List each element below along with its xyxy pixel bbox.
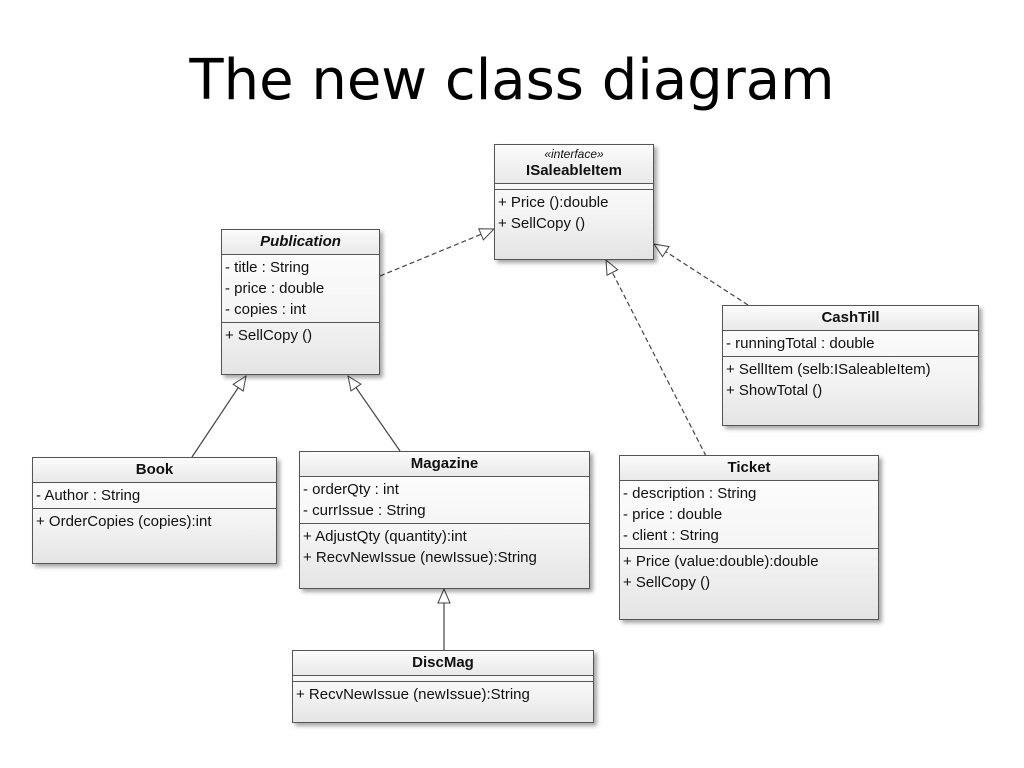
slide-title: The new class diagram <box>189 48 835 113</box>
stereotype-label: «interface» <box>544 147 604 161</box>
operations-compartment: + AdjustQty (quantity):int + RecvNewIssu… <box>300 524 589 570</box>
operation: + RecvNewIssue (newIssue):String <box>296 686 530 703</box>
class-cashtill[interactable]: CashTill - runningTotal : double + SellI… <box>722 305 979 426</box>
operations-compartment: + SellItem (selb:ISaleableItem) + ShowTo… <box>723 357 978 403</box>
operation: + RecvNewIssue (newIssue):String <box>303 549 537 566</box>
class-name: Ticket <box>727 459 771 476</box>
operations-compartment: + SellCopy () <box>222 323 379 348</box>
class-name: CashTill <box>821 309 880 326</box>
operations-compartment: + RecvNewIssue (newIssue):String <box>293 682 593 707</box>
generalization-book-publication <box>191 376 246 458</box>
attribute: - copies : int <box>225 301 306 318</box>
operation: + SellItem (selb:ISaleableItem) <box>726 361 931 378</box>
operation: + SellCopy () <box>498 215 586 232</box>
attributes-compartment <box>495 184 653 190</box>
realization-ticket-isaleableitem <box>606 260 707 457</box>
attribute: - description : String <box>623 485 757 502</box>
class-name: ISaleableItem <box>526 162 622 179</box>
attribute: - runningTotal : double <box>726 335 875 352</box>
attribute: - price : double <box>623 506 723 523</box>
class-header: Magazine <box>300 452 589 477</box>
class-name: Publication <box>260 233 341 250</box>
class-header: «interface» ISaleableItem <box>495 145 653 184</box>
attributes-compartment: - title : String - price : double - copi… <box>222 255 379 323</box>
realization-publication-isaleableitem <box>379 229 494 277</box>
class-magazine[interactable]: Magazine - orderQty : int - currIssue : … <box>299 451 590 589</box>
attributes-compartment: - runningTotal : double <box>723 331 978 357</box>
class-name: Magazine <box>410 455 479 472</box>
attribute: - client : String <box>623 527 719 544</box>
class-header: Book <box>33 458 276 483</box>
operation: + Price (value:double):double <box>623 553 819 570</box>
attribute: - title : String <box>225 259 310 276</box>
operation: + AdjustQty (quantity):int <box>303 528 467 545</box>
operation: + Price ():double <box>498 194 609 211</box>
attributes-compartment: - orderQty : int - currIssue : String <box>300 477 589 524</box>
operations-compartment: + Price ():double + SellCopy () <box>495 190 653 236</box>
attributes-compartment <box>293 676 593 682</box>
attribute: - Author : String <box>36 487 141 504</box>
class-book[interactable]: Book - Author : String + OrderCopies (co… <box>32 457 277 564</box>
class-ticket[interactable]: Ticket - description : String - price : … <box>619 455 879 620</box>
operation: + OrderCopies (copies):int <box>36 513 212 530</box>
class-header: DiscMag <box>293 651 593 676</box>
class-header: Publication <box>222 230 379 255</box>
operation: + SellCopy () <box>225 327 313 344</box>
class-name: DiscMag <box>412 654 474 671</box>
operation: + SellCopy () <box>623 574 711 591</box>
attributes-compartment: - Author : String <box>33 483 276 509</box>
operations-compartment: + OrderCopies (copies):int <box>33 509 276 534</box>
class-discmag[interactable]: DiscMag + RecvNewIssue (newIssue):String <box>292 650 594 723</box>
class-publication[interactable]: Publication - title : String - price : d… <box>221 229 380 375</box>
attribute: - currIssue : String <box>303 502 426 519</box>
operation: + ShowTotal () <box>726 382 823 399</box>
attributes-compartment: - description : String - price : double … <box>620 481 878 549</box>
class-header: Ticket <box>620 456 878 481</box>
attribute: - orderQty : int <box>303 481 399 498</box>
class-isaleableitem[interactable]: «interface» ISaleableItem + Price ():dou… <box>494 144 654 260</box>
dependency-cashtill-isaleableitem <box>654 244 749 306</box>
class-name: Book <box>135 461 174 478</box>
class-header: CashTill <box>723 306 978 331</box>
attribute: - price : double <box>225 280 325 297</box>
operations-compartment: + Price (value:double):double + SellCopy… <box>620 549 878 595</box>
generalization-magazine-publication <box>348 376 401 452</box>
